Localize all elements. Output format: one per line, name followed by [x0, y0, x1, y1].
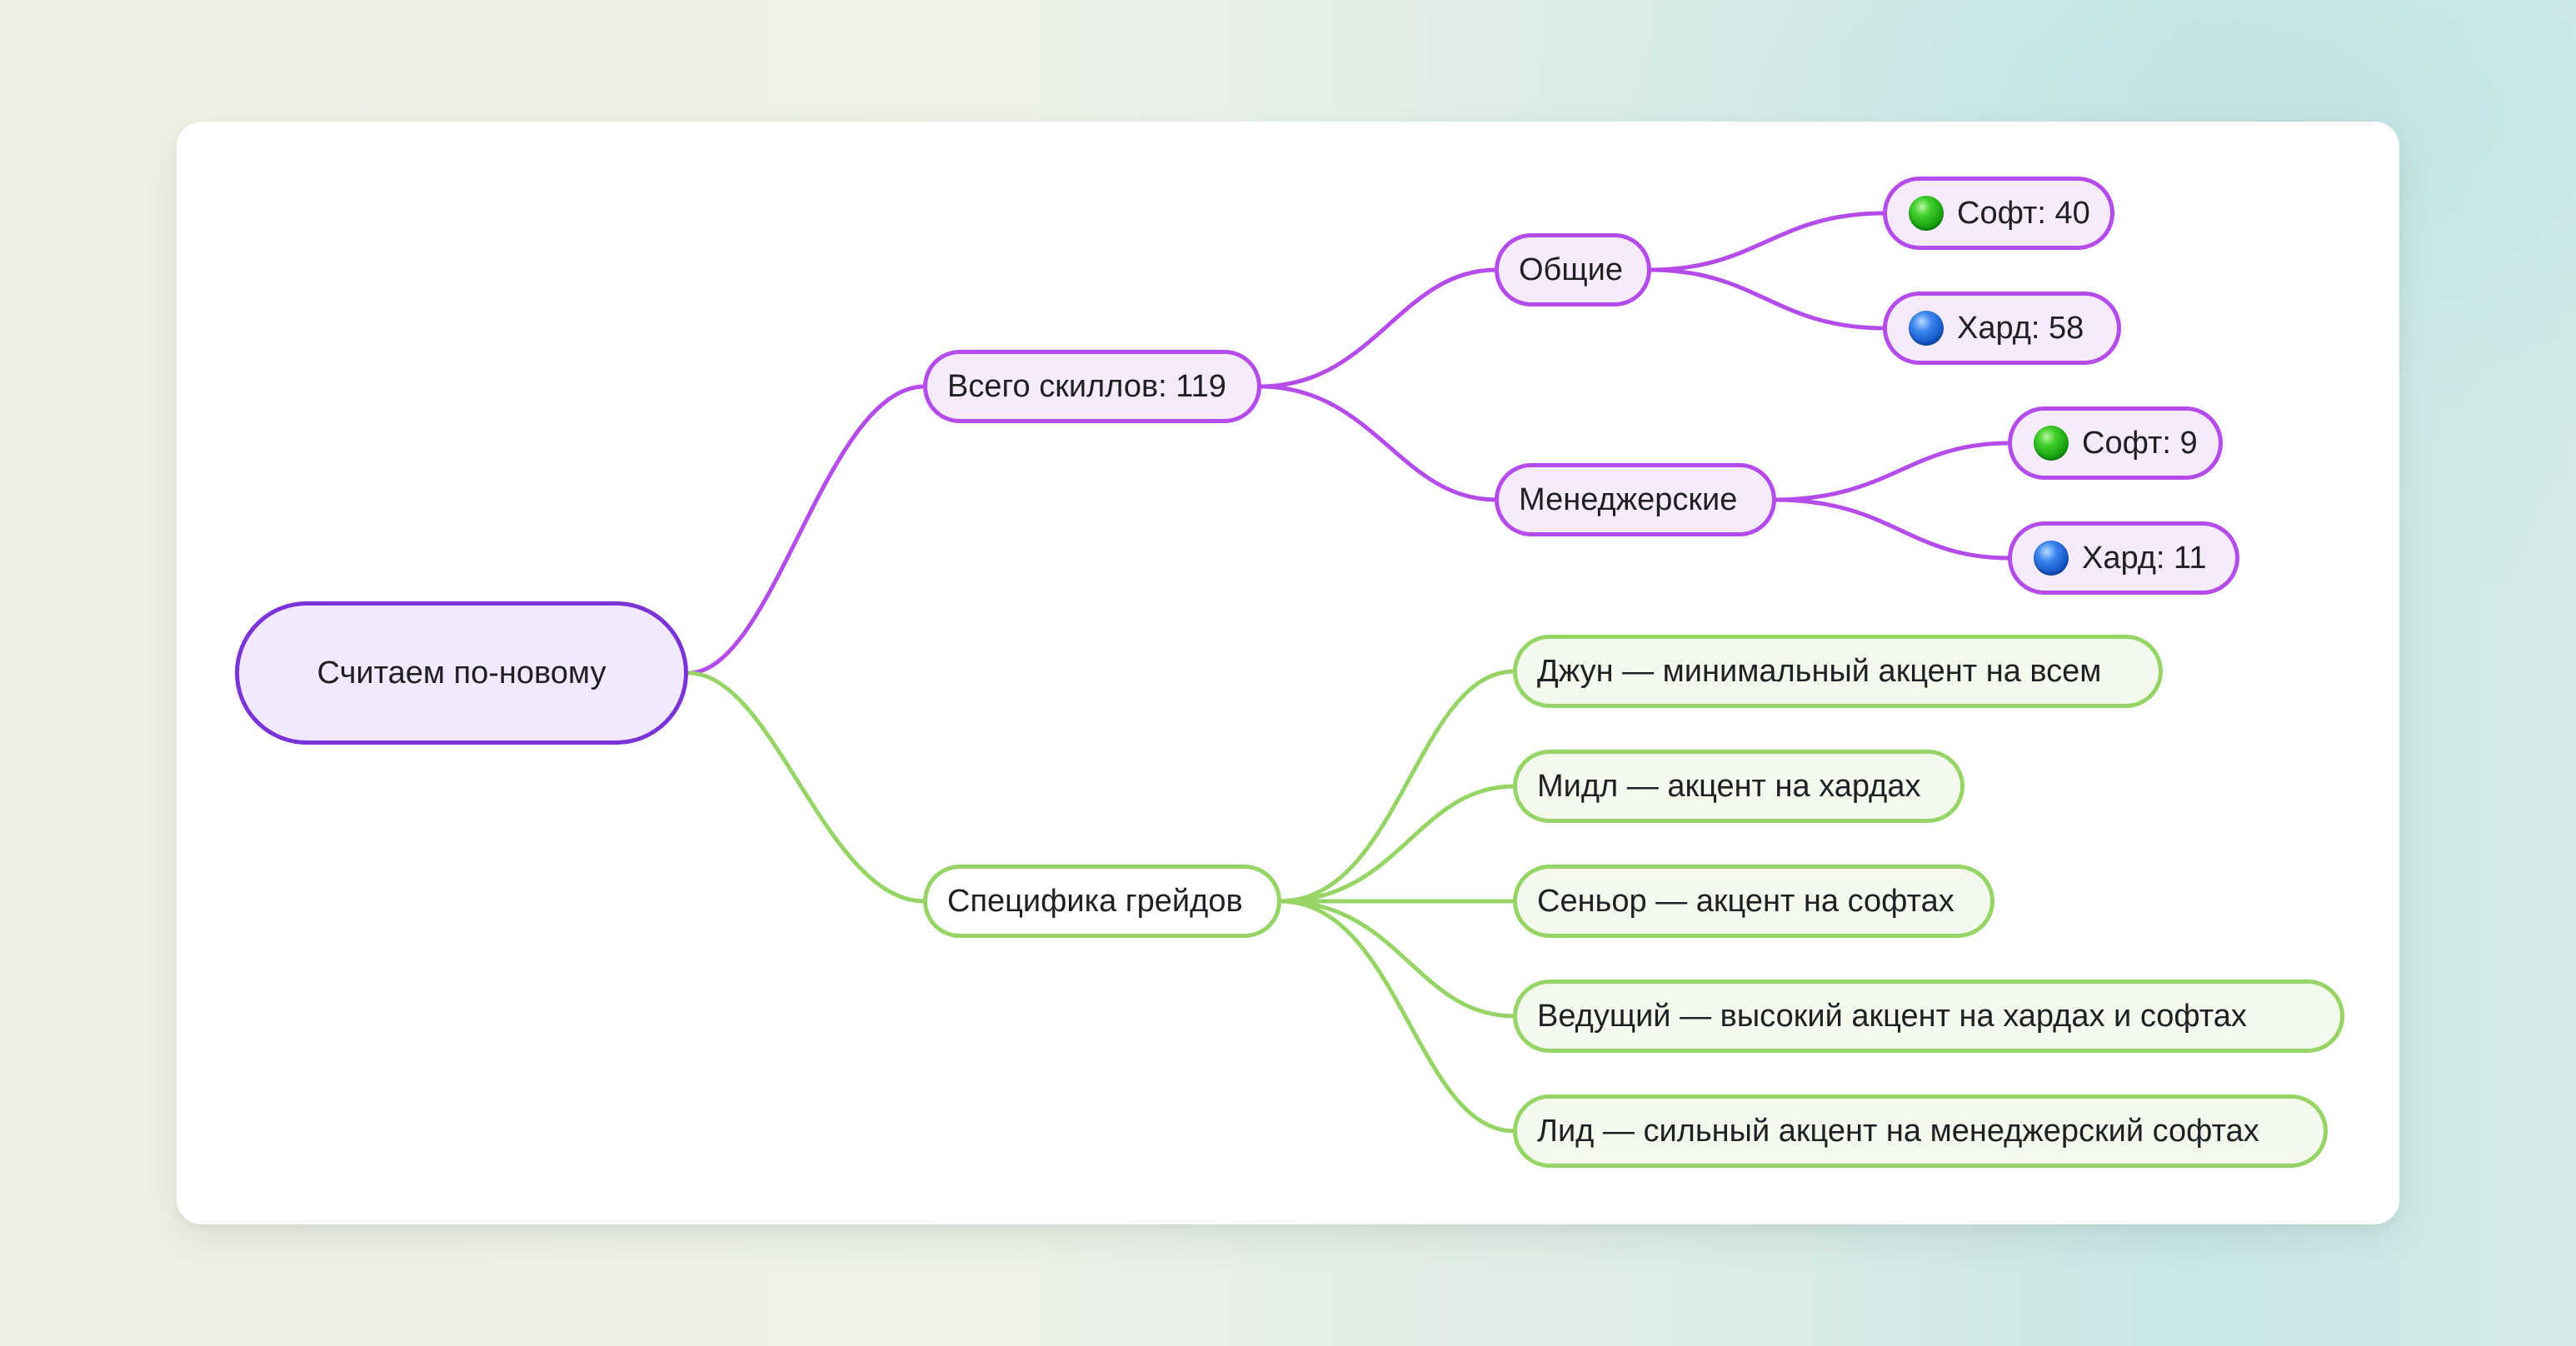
link-managerial-soft: [1772, 441, 2012, 502]
grade-item-senior[interactable]: Сеньор — акцент на софтах: [1513, 865, 1994, 938]
grade-item-label: Джун — минимальный акцент на всем: [1537, 653, 2102, 689]
grade-item-teamlead[interactable]: Лид — сильный акцент на менеджерский соф…: [1513, 1094, 2328, 1168]
link-general-soft: [1647, 211, 1887, 272]
link-root-total: [686, 384, 927, 675]
link-root-grades: [686, 671, 927, 904]
total-skills-label: Всего скиллов: 119: [947, 368, 1226, 404]
managerial-hard-node[interactable]: Хард: 11: [2008, 521, 2239, 595]
link-general-hard: [1647, 267, 1887, 331]
general-hard-label: Хард: 58: [1957, 310, 2084, 346]
grades-node[interactable]: Специфика грейдов: [923, 865, 1281, 938]
managerial-label: Менеджерские: [1519, 481, 1738, 517]
root-node[interactable]: Считаем по-новому: [235, 601, 688, 745]
link-total-general: [1257, 267, 1499, 389]
grade-item-lead[interactable]: Ведущий — высокий акцент на хардах и соф…: [1513, 980, 2344, 1053]
link-managerial-hard: [1772, 497, 2012, 561]
green-circle-icon: [2034, 426, 2069, 461]
general-label: Общие: [1519, 252, 1623, 287]
grade-item-middle[interactable]: Мидл — акцент на хардах: [1513, 750, 1964, 823]
general-node[interactable]: Общие: [1495, 233, 1651, 307]
managerial-hard-label: Хард: 11: [2082, 540, 2207, 576]
link-grades-lead: [1277, 899, 1517, 1019]
link-grades-teamlead: [1277, 899, 1517, 1134]
blue-circle-icon: [1909, 311, 1944, 346]
root-node-label: Считаем по-новому: [317, 655, 607, 690]
grade-item-label: Лид — сильный акцент на менеджерский соф…: [1537, 1113, 2259, 1149]
grade-item-label: Мидл — акцент на хардах: [1537, 768, 1921, 804]
grade-item-label: Ведущий — высокий акцент на хардах и соф…: [1537, 998, 2247, 1034]
total-skills-node[interactable]: Всего скиллов: 119: [923, 350, 1261, 423]
general-hard-node[interactable]: Хард: 58: [1883, 292, 2121, 365]
grades-label: Специфика грейдов: [947, 883, 1243, 919]
link-grades-junior: [1277, 669, 1517, 904]
general-soft-label: Софт: 40: [1957, 195, 2090, 231]
blue-circle-icon: [2034, 541, 2069, 576]
managerial-soft-node[interactable]: Софт: 9: [2008, 406, 2223, 480]
general-soft-node[interactable]: Софт: 40: [1883, 177, 2114, 250]
grade-item-junior[interactable]: Джун — минимальный акцент на всем: [1513, 635, 2163, 708]
managerial-node[interactable]: Менеджерские: [1495, 463, 1776, 536]
green-circle-icon: [1909, 196, 1944, 231]
link-total-managerial: [1257, 384, 1499, 502]
grade-item-label: Сеньор — акцент на софтах: [1537, 883, 1954, 919]
link-grades-middle: [1277, 784, 1517, 904]
managerial-soft-label: Софт: 9: [2082, 425, 2198, 461]
